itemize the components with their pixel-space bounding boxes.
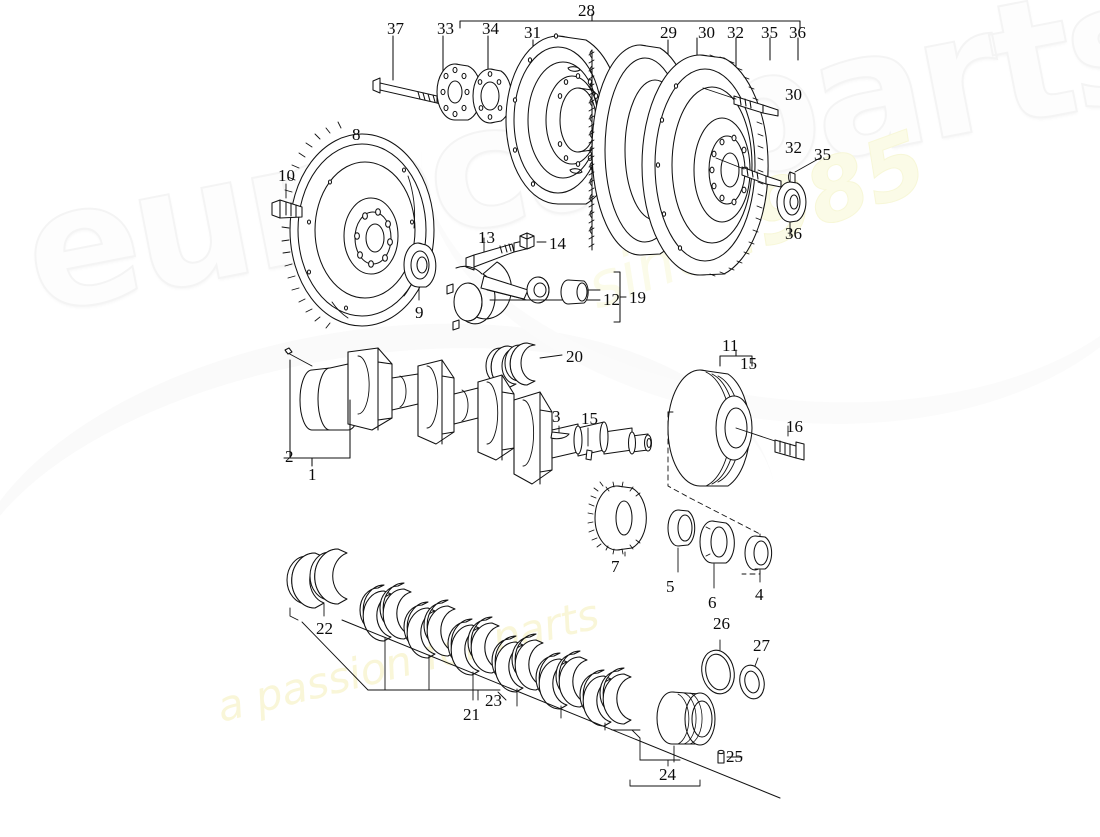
part-22-thrust-bearing-shell xyxy=(287,549,347,620)
callout-31: 31 xyxy=(524,23,541,42)
part-24-rear-main-bearing-bush xyxy=(657,692,715,762)
callout-30: 30 xyxy=(785,85,802,104)
part-26-o-ring-large xyxy=(698,640,738,697)
callout-35-top: 35 xyxy=(761,23,778,42)
part-36-ball-bearing xyxy=(777,182,806,236)
callout-25: 25 xyxy=(726,747,743,766)
callout-9: 9 xyxy=(415,303,424,322)
part-6-oil-thrower-ring xyxy=(700,521,734,588)
callout-34: 34 xyxy=(482,19,499,38)
callout-20: 20 xyxy=(566,347,583,366)
part-19-connecting-rod xyxy=(447,262,626,330)
callout-32-top: 32 xyxy=(727,23,744,42)
part-11-vibration-damper xyxy=(668,350,775,574)
bracket-21-23-24 xyxy=(302,620,780,798)
part-14-connecting-rod-nut xyxy=(520,233,546,249)
callout-36: 36 xyxy=(785,224,802,243)
bracket-28 xyxy=(460,14,800,28)
callout-13: 13 xyxy=(478,228,495,247)
callout-24: 24 xyxy=(659,765,676,784)
callout-12: 12 xyxy=(603,290,620,309)
callout-29: 29 xyxy=(660,23,677,42)
part-30-flywheel-ring-gear-assembly xyxy=(642,55,768,276)
callout-37: 37 xyxy=(387,19,404,38)
part-16-damper-centre-bolt xyxy=(775,426,804,460)
part-23-main-bearing-shells xyxy=(359,582,632,730)
callout-28: 28 xyxy=(578,1,595,20)
callout-21: 21 xyxy=(463,705,480,724)
part-25-dowel-pin xyxy=(718,750,742,763)
callout-3: 3 xyxy=(552,407,561,426)
part-5-spacer-ring xyxy=(668,510,695,572)
part-8-flywheel xyxy=(282,122,434,328)
callout-16: 16 xyxy=(786,417,803,436)
part-15-damper-key xyxy=(586,428,592,460)
technical-line-art xyxy=(0,0,1100,800)
callout-15: 15 xyxy=(581,409,598,428)
callout-10: 10 xyxy=(278,166,295,185)
callout-15-damper: 15 xyxy=(740,354,757,373)
callout-27: 27 xyxy=(753,636,770,655)
callout-7: 7 xyxy=(611,557,620,576)
part-7-timing-chain-drive-gear xyxy=(588,482,646,556)
part-10-flywheel-bolt xyxy=(272,184,302,218)
callout-11: 11 xyxy=(722,336,739,355)
part-3-woodruff-key xyxy=(551,426,569,439)
callout-19: 19 xyxy=(629,288,646,307)
part-1-crankshaft xyxy=(284,348,652,484)
callout-22: 22 xyxy=(316,619,333,638)
callout-6: 6 xyxy=(708,593,717,612)
callout-1: 1 xyxy=(308,465,317,484)
callout-30-top: 30 xyxy=(698,23,715,42)
callout-23: 23 xyxy=(485,691,502,710)
callout-2: 2 xyxy=(285,447,294,466)
callout-33: 33 xyxy=(437,19,454,38)
callout-26: 26 xyxy=(713,614,730,633)
callout-14: 14 xyxy=(549,234,566,253)
callout-32: 32 xyxy=(785,138,802,157)
callout-8: 8 xyxy=(352,125,361,144)
callout-4: 4 xyxy=(755,585,764,604)
ring-gear-teeth-29 xyxy=(589,52,594,247)
part-4-spacer-ring-outer xyxy=(745,536,772,582)
part-9-pilot-bearing xyxy=(404,243,436,300)
part-27-seal-ring-small xyxy=(737,658,768,701)
part-37-stud-bolt xyxy=(373,78,441,104)
callout-5: 5 xyxy=(666,577,675,596)
part-12-small-end-bush xyxy=(561,280,600,304)
callout-35: 35 xyxy=(814,145,831,164)
callout-36-top: 36 xyxy=(789,23,806,42)
part-30-bolt-long xyxy=(703,88,778,116)
